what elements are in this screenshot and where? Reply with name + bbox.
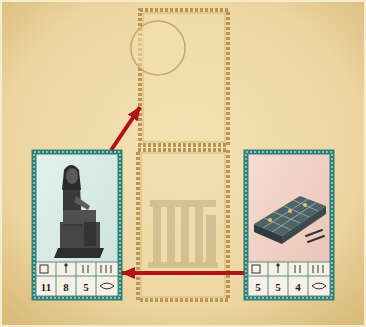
card-value: 8 (56, 280, 76, 294)
value-row: 554 (248, 277, 308, 297)
card: 554 (244, 150, 334, 300)
info-strip (248, 262, 330, 296)
empty-slot (140, 10, 228, 145)
info-strip (36, 262, 118, 296)
placement-arrow (111, 107, 140, 150)
card: 1185 (32, 150, 122, 300)
slot-circle (131, 21, 185, 75)
statue-card (32, 150, 122, 300)
value-row: 1185 (36, 277, 96, 297)
temple-slot (138, 150, 228, 300)
senet-board (254, 196, 326, 244)
card-value: 11 (36, 280, 56, 294)
seated-statue (54, 165, 104, 258)
card-value: 5 (248, 280, 268, 294)
card-value: 5 (268, 280, 288, 294)
placement-arrow (122, 271, 244, 275)
senet-card (244, 150, 334, 300)
card-value: 4 (288, 280, 308, 294)
card-value: 5 (76, 280, 96, 294)
